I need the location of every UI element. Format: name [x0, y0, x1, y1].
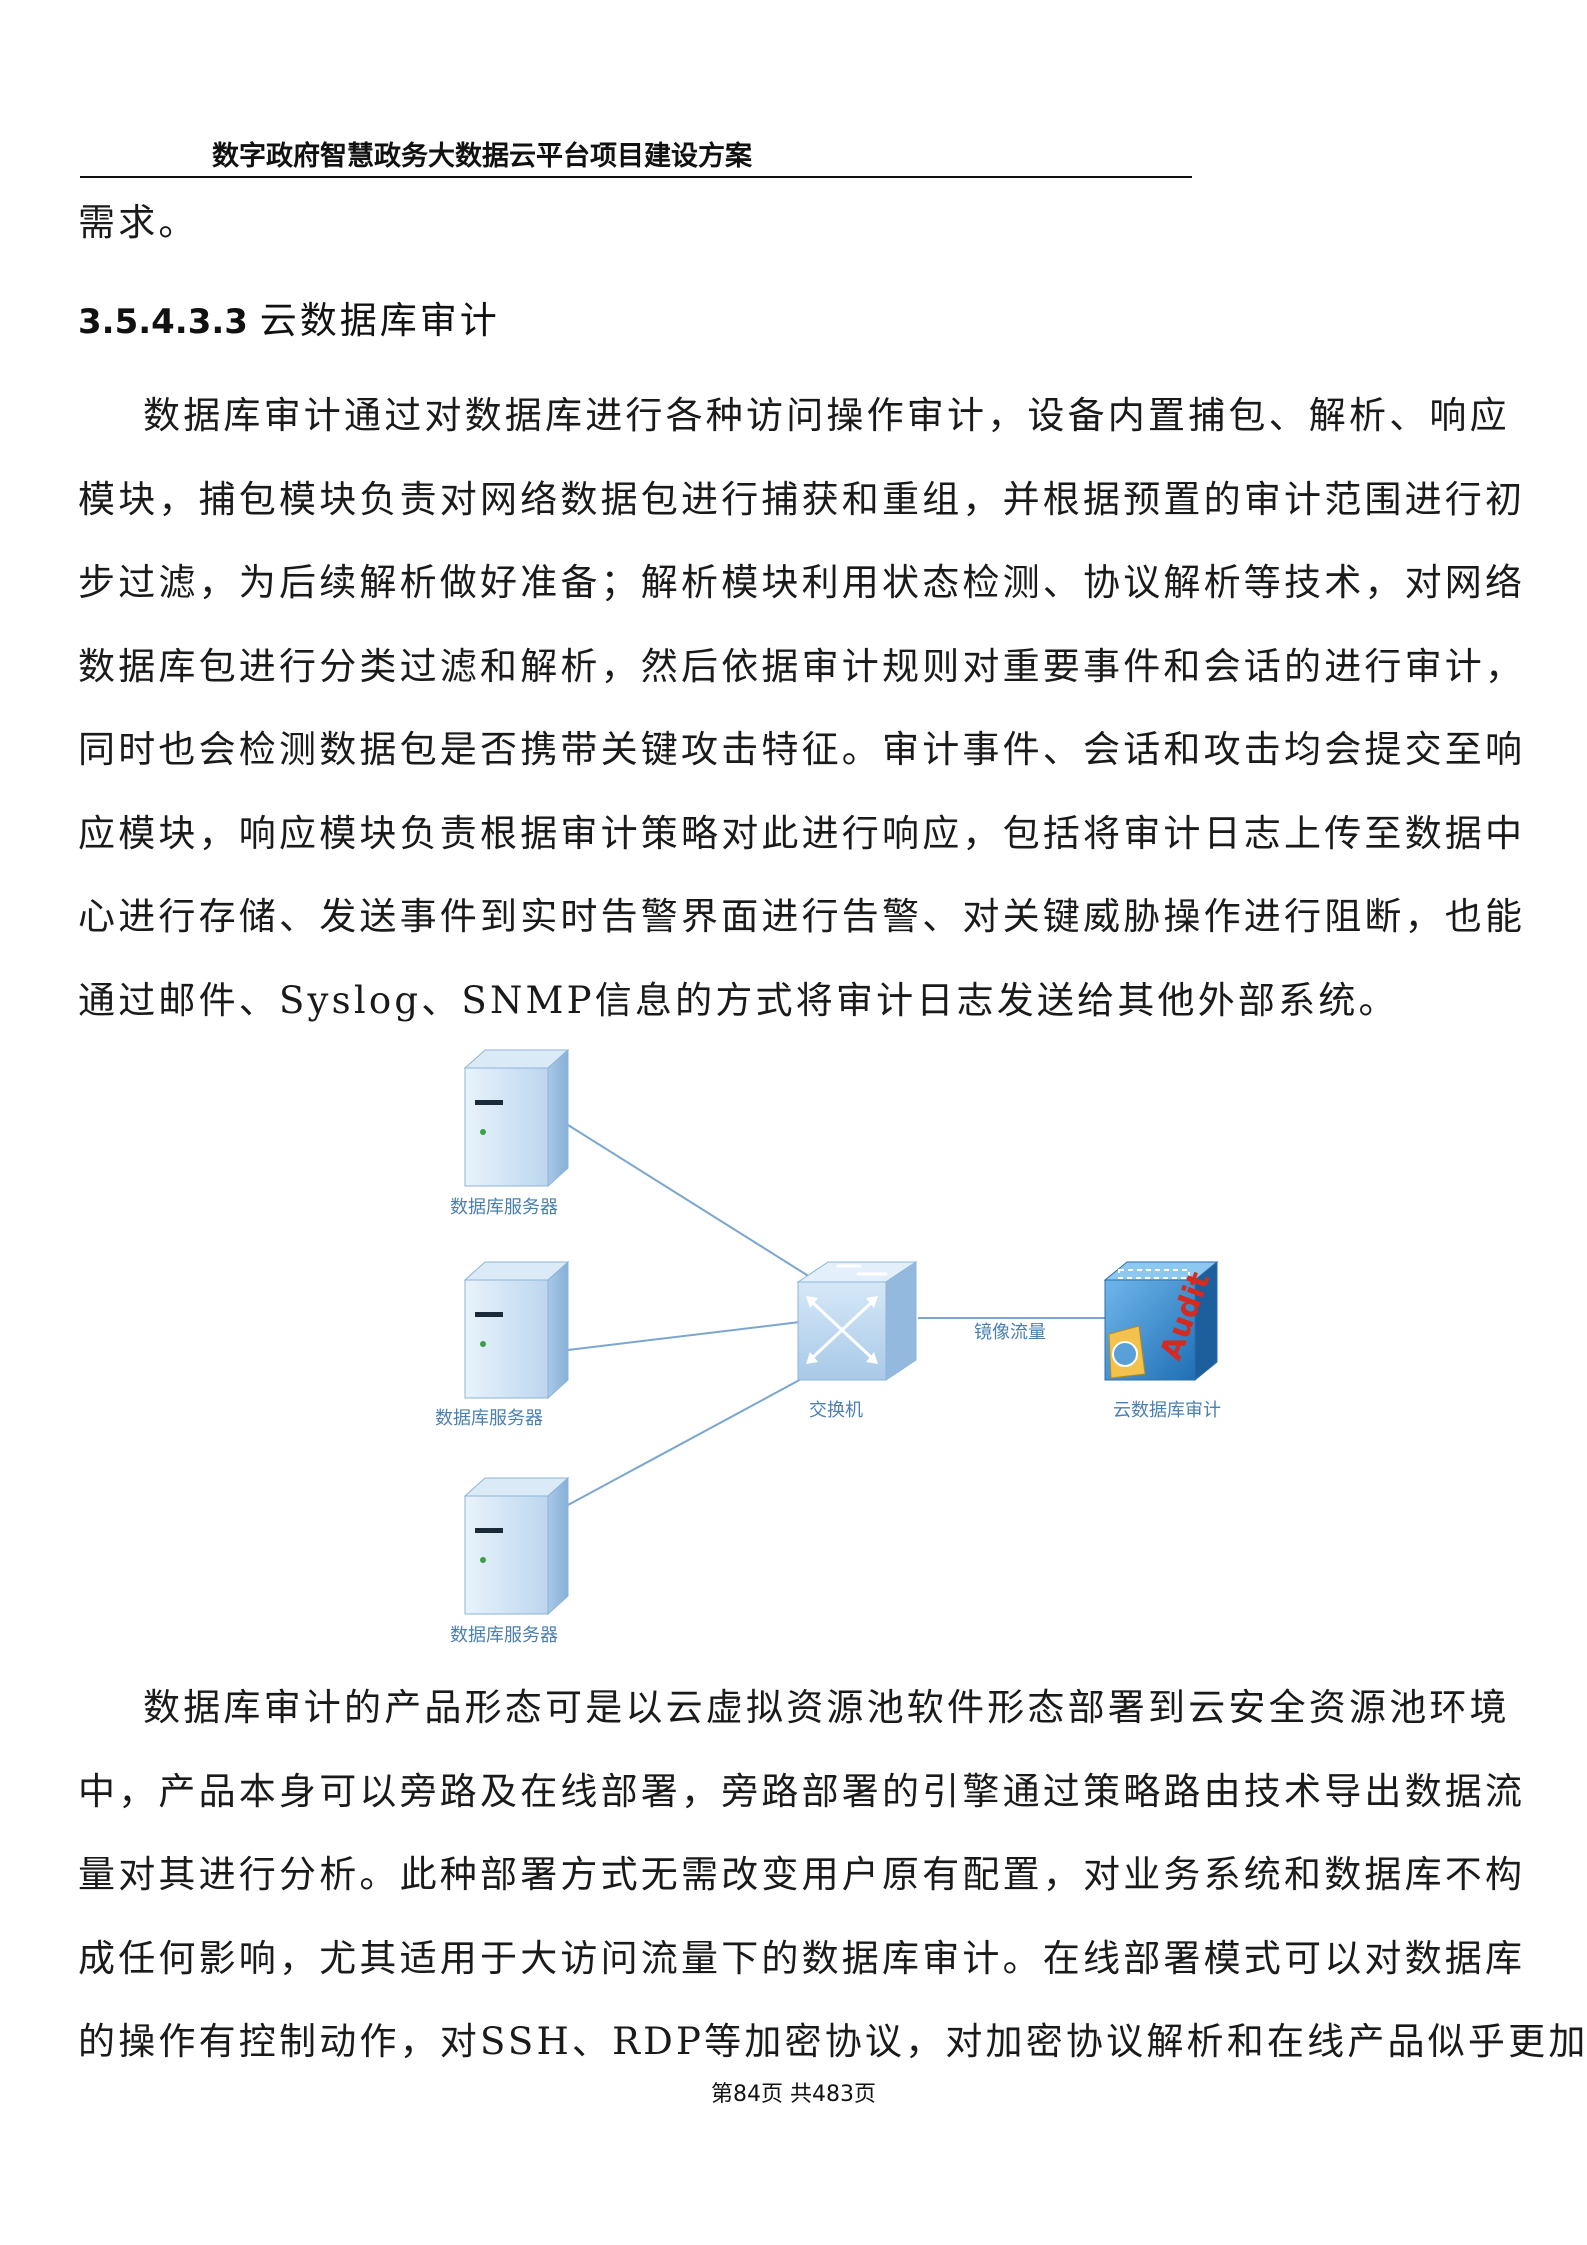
- paragraph-line: 的操作有控制动作，对SSH、RDP等加密协议，对加密协议解析和在线产品似乎更加: [78, 2020, 1587, 2063]
- page-footer: 第84页 共483页: [0, 2076, 1587, 2108]
- server-label: 数据库服务器: [450, 1197, 558, 1218]
- header-divider: [80, 176, 1192, 178]
- network-switch-icon: [796, 1261, 918, 1381]
- footer-suffix: 页: [854, 2082, 877, 2107]
- server-label: 数据库服务器: [450, 1625, 558, 1646]
- link-server-1-switch: [567, 1124, 819, 1283]
- footer-prefix: 第: [710, 2082, 733, 2107]
- paragraph-line: 成任何影响，尤其适用于大访问流量下的数据库审计。在线部署模式可以对数据库: [78, 1937, 1526, 1980]
- paragraph-line: 量对其进行分析。此种部署方式无需改变用户原有配置，对业务系统和数据库不构: [78, 1853, 1526, 1896]
- link-server-3-switch: [567, 1369, 819, 1506]
- database-server-icon: [463, 1260, 570, 1400]
- audit-label: 云数据库审计: [1113, 1400, 1221, 1421]
- database-server-icon: [463, 1048, 570, 1188]
- paragraph-line: 通过邮件、Syslog、SNMP信息的方式将审计日志发送给其他外部系统。: [78, 979, 1399, 1022]
- continued-text-line: 需求。: [78, 201, 199, 244]
- connection-lines: [567, 1124, 1108, 1506]
- page-total: 483: [812, 2082, 854, 2107]
- network-diagram: 数据库服务器 数据库服务器 数据库服务器 交换: [435, 1048, 1221, 1646]
- paragraph-line: 数据库审计的产品形态可是以云虚拟资源池软件形态部署到云安全资源池环境: [143, 1686, 1510, 1729]
- link-server-2-switch: [567, 1321, 801, 1351]
- paragraph-line: 同时也会检测数据包是否携带关键攻击特征。审计事件、会话和攻击均会提交至响: [78, 728, 1526, 771]
- section-heading: 3.5.4.3.3 云数据库审计: [78, 290, 500, 344]
- paragraph-line: 数据库包进行分类过滤和解析，然后依据审计规则对重要事件和会话的进行审计，: [78, 645, 1526, 688]
- mirror-traffic-label: 镜像流量: [974, 1322, 1046, 1343]
- switch-label: 交换机: [809, 1400, 863, 1421]
- paragraph-line: 步过滤，为后续解析做好准备；解析模块利用状态检测、协议解析等技术，对网络: [78, 561, 1526, 604]
- paragraph-line: 模块，捕包模块负责对网络数据包进行捕获和重组，并根据预置的审计范围进行初: [78, 478, 1526, 521]
- database-server-icon: [463, 1476, 570, 1616]
- paragraph-line: 心进行存储、发送事件到实时告警界面进行告警、对关键威胁操作进行阻断，也能: [78, 895, 1526, 938]
- section-number: 3.5.4.3.3: [78, 302, 248, 342]
- paragraph-line: 应模块，响应模块负责根据审计策略对此进行响应，包括将审计日志上传至数据中: [78, 812, 1526, 855]
- audit-icon: Audit: [1103, 1260, 1219, 1382]
- page-number: 84: [733, 2082, 761, 2107]
- paragraph-line: 数据库审计通过对数据库进行各种访问操作审计，设备内置捕包、解析、响应: [143, 394, 1510, 437]
- paragraph-line: 中，产品本身可以旁路及在线部署，旁路部署的引擎通过策略路由技术导出数据流: [78, 1770, 1526, 1813]
- footer-middle: 页 共: [761, 2082, 812, 2107]
- section-title: 云数据库审计: [259, 299, 500, 342]
- document-header-title: 数字政府智慧政务大数据云平台项目建设方案: [212, 141, 752, 172]
- server-label: 数据库服务器: [435, 1408, 543, 1429]
